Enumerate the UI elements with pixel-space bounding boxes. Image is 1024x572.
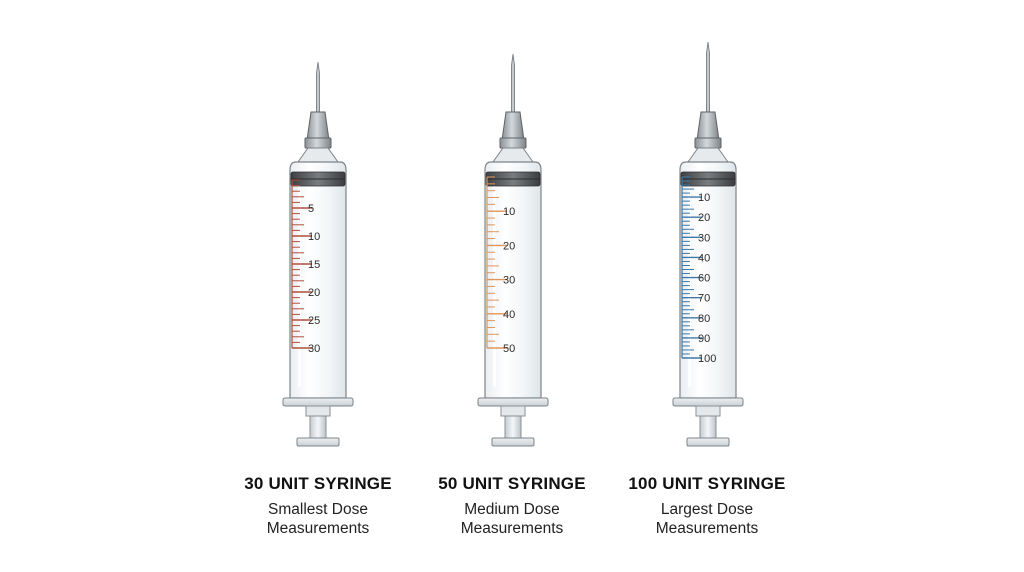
scale-label: 30 (698, 232, 710, 244)
syringe-100-unit: 10 20 30 40 60 70 80 90 100 (672, 41, 744, 447)
flange-neck (695, 405, 721, 417)
needle-hub-collar (499, 137, 527, 149)
needle (511, 53, 515, 119)
syringe-description-line: Measurements (460, 520, 564, 537)
needle (706, 41, 710, 119)
scale-label: 30 (308, 343, 320, 355)
needle-hub (696, 111, 720, 141)
scale-label: 10 (308, 231, 320, 243)
needle-hub-collar (304, 137, 332, 149)
flange-neck (500, 405, 526, 417)
syringe-30-unit: 5 10 15 20 25 30 (282, 61, 354, 447)
scale-label: 10 (698, 192, 710, 204)
syringe-title: 100 UNIT SYRINGE (628, 474, 786, 493)
flange-neck (305, 405, 331, 417)
scale-label: 15 (308, 259, 320, 271)
needle (316, 61, 320, 119)
syringe-title: 50 UNIT SYRINGE (438, 474, 586, 493)
scale-label: 30 (503, 275, 515, 287)
scale-label: 50 (503, 343, 515, 355)
barrel-highlight (298, 182, 301, 387)
finger-flange (282, 397, 354, 407)
barrel-highlight (688, 182, 691, 387)
plunger-thumb-rest (686, 437, 730, 447)
scale-label: 100 (698, 353, 716, 365)
caption-50-unit: 50 UNIT SYRINGE Medium Dose Measurements (412, 474, 612, 538)
syringe-title: 30 UNIT SYRINGE (244, 474, 392, 493)
syringe-description-line: Measurements (655, 520, 759, 537)
scale-label: 20 (698, 212, 710, 224)
scale-label: 40 (503, 309, 515, 321)
scale-label: 10 (503, 206, 515, 218)
caption-100-unit: 100 UNIT SYRINGE Largest Dose Measuremen… (607, 474, 807, 538)
barrel-tip (297, 147, 339, 163)
needle-hub (501, 111, 525, 141)
needle-hub (306, 111, 330, 141)
syringe-50-unit: 10 20 30 40 50 (477, 53, 549, 447)
scale-label: 40 (698, 252, 710, 264)
syringe-description-line: Medium Dose (464, 501, 560, 518)
scale-label: 20 (503, 240, 515, 252)
scale-label: 70 (698, 293, 710, 305)
caption-30-unit: 30 UNIT SYRINGE Smallest Dose Measuremen… (218, 474, 418, 538)
scale-label: 25 (308, 315, 320, 327)
barrel-highlight (493, 182, 496, 387)
syringe-description-line: Measurements (266, 520, 370, 537)
scale-label: 5 (308, 203, 314, 215)
plunger-thumb-rest (491, 437, 535, 447)
syringe-description-line: Largest Dose (660, 501, 754, 518)
syringe-description-line: Smallest Dose (268, 501, 368, 518)
needle-hub-collar (694, 137, 722, 149)
scale-label: 60 (698, 273, 710, 285)
plunger-thumb-rest (296, 437, 340, 447)
finger-flange (477, 397, 549, 407)
scale-label: 20 (308, 287, 320, 299)
scale-label: 90 (698, 333, 710, 345)
barrel-tip (492, 147, 534, 163)
scale-label: 80 (698, 313, 710, 325)
finger-flange (672, 397, 744, 407)
barrel-tip (687, 147, 729, 163)
